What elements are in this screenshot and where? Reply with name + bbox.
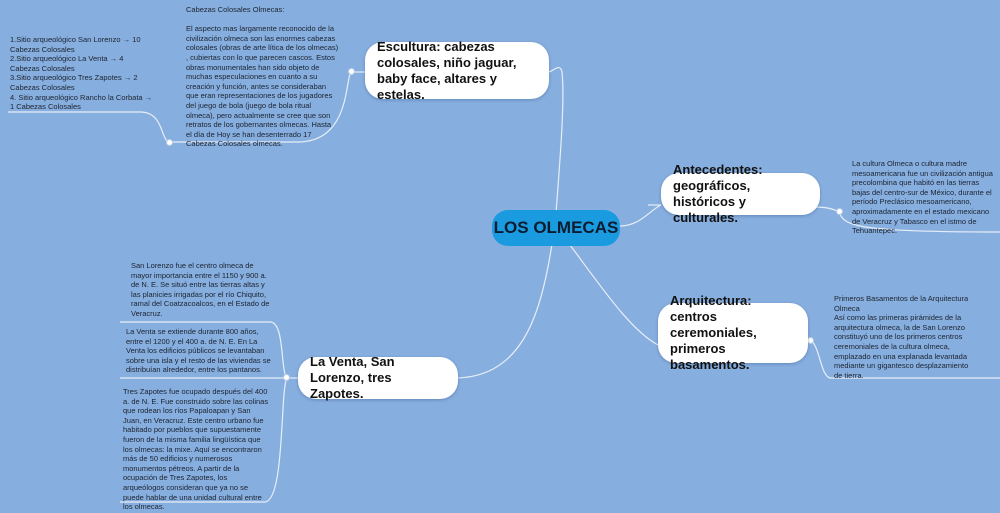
central-topic[interactable]: LOS OLMECAS — [492, 210, 620, 246]
note-sitios-arqueologicos: 1.Sitio arqueológico San Lorenzo → 10 Ca… — [10, 35, 153, 112]
central-topic-label: LOS OLMECAS — [493, 218, 619, 237]
connector-dot[interactable] — [836, 208, 843, 215]
topic-arquitectura-label: Arquitectura: centros ceremoniales, prim… — [670, 293, 757, 372]
topic-laventa[interactable]: La Venta, San Lorenzo, tres Zapotes. — [298, 354, 458, 401]
topic-escultura-label: Escultura: cabezas colosales, niño jagua… — [377, 38, 517, 102]
topic-arquitectura[interactable]: Arquitectura: centros ceremoniales, prim… — [658, 293, 808, 372]
link-sanlorenzo-note — [120, 321, 288, 379]
link-escultura-note — [170, 71, 352, 143]
topic-laventa-label: La Venta, San Lorenzo, tres Zapotes. — [310, 354, 395, 401]
link-laventa — [449, 243, 553, 379]
link-escultura — [547, 67, 564, 214]
connector-dot[interactable] — [807, 337, 814, 344]
note-san-lorenzo: San Lorenzo fue el centro olmeca de mayo… — [131, 261, 270, 318]
topic-antecedentes[interactable]: Antecedentes: geográficos, históricos y … — [661, 162, 820, 225]
note-arquitectura: Primeros Basamentos de la Arquitectura O… — [834, 294, 969, 380]
connector-dot[interactable] — [348, 68, 355, 75]
link-antecedentes — [619, 204, 662, 227]
note-la-venta: La Venta se extiende durante 800 años, e… — [126, 327, 271, 375]
topic-antecedentes-label: Antecedentes: geográficos, históricos y … — [673, 162, 763, 225]
connector-dot[interactable] — [283, 374, 290, 381]
connector-dot[interactable] — [166, 139, 173, 146]
note-antecedentes: La cultura Olmeca o cultura madre mesoam… — [852, 159, 993, 236]
link-treszapotes-note — [120, 377, 288, 503]
note-cabezas-colosales: Cabezas Colosales Olmecas: El aspecto ma… — [186, 5, 339, 149]
topic-escultura[interactable]: Escultura: cabezas colosales, niño jagua… — [365, 39, 549, 102]
link-arquitectura — [569, 244, 659, 346]
note-tres-zapotes: Tres Zapotes fue ocupado después del 400… — [123, 387, 269, 512]
link-antecedentes-note — [838, 211, 1000, 233]
link-escultura-list — [8, 111, 171, 143]
